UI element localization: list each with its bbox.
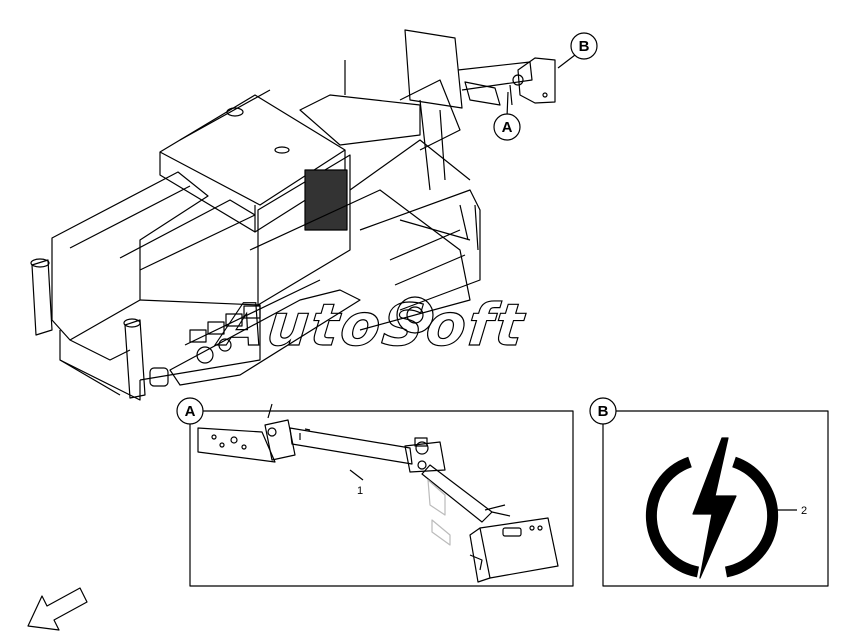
- direction-arrow-icon: [27, 587, 88, 631]
- main-callout-a-label: A: [502, 119, 513, 136]
- detail-a-frame: [189, 410, 574, 587]
- detail-a-arm-drawing: [197, 403, 559, 583]
- detail-a-callout-label: A: [185, 403, 196, 420]
- watermark-text: AutoSoft: [213, 291, 529, 359]
- main-callout-leaders: [506, 54, 576, 118]
- detail-b-frame: [602, 410, 829, 587]
- track-rollers: [189, 305, 261, 343]
- detail-b-callout-label: B: [598, 403, 609, 420]
- lightning-bolt-power-icon: [645, 437, 779, 579]
- part-1-leader: [349, 469, 364, 481]
- main-callout-a-circle: [493, 113, 521, 141]
- main-callout-b-circle: [570, 32, 598, 60]
- paver-machine-drawing: [30, 29, 556, 401]
- main-callout-b-label: B: [579, 38, 590, 55]
- detail-a-callout-circle: [176, 397, 204, 425]
- detail-b-callout-circle: [589, 397, 617, 425]
- part-2-number: 2: [801, 505, 807, 517]
- part-1-number: 1: [357, 485, 363, 497]
